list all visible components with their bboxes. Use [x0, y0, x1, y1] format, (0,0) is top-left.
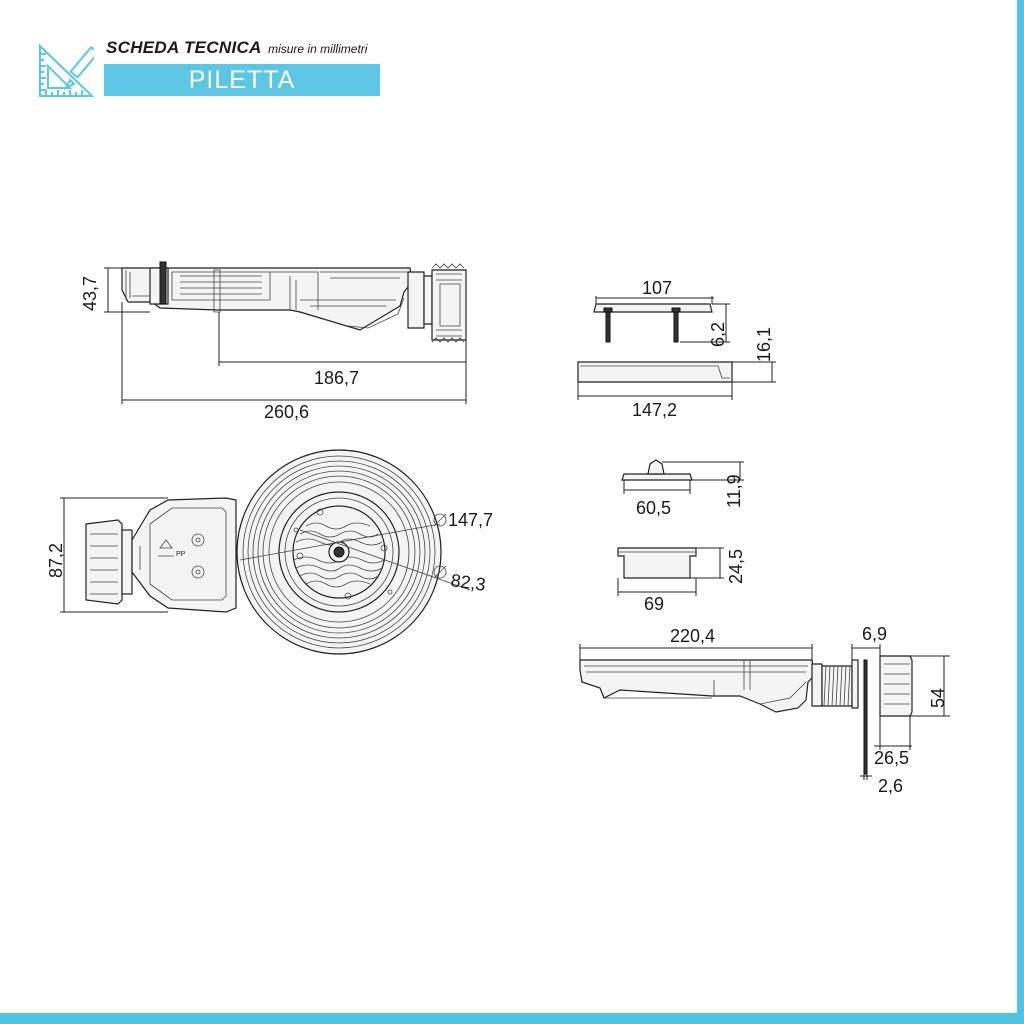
cap-view: 107 6,2 16,1 147,2: [577, 278, 776, 420]
dim-disk-width: 60,5: [636, 498, 671, 518]
dim-cover-height: 16,1: [754, 327, 774, 362]
dim-outer-diameter: 147,7: [448, 510, 493, 530]
diameter-icon: [433, 565, 447, 579]
dim-side-inner-length: 186,7: [314, 368, 359, 388]
dim-inner-diameter: 82,3: [449, 570, 486, 595]
dim-cup-height: 24,5: [726, 549, 746, 584]
header: SCHEDA TECNICA misure in millimetri PILE…: [36, 38, 386, 100]
dim-outlet-height: 54: [928, 688, 948, 708]
side-view: 43,7 186,7 260,6: [80, 261, 467, 422]
header-title-line: SCHEDA TECNICA misure in millimetri: [106, 38, 367, 58]
units-note: misure in millimetri: [268, 42, 368, 56]
dim-disk-height: 11,9: [724, 474, 744, 508]
recycle-icon: PP: [158, 539, 186, 558]
frame-right-border: [1017, 0, 1024, 1024]
svg-text:PP: PP: [176, 551, 186, 558]
diameter-icon: [433, 513, 447, 527]
dim-washer-thickness: 2,6: [878, 776, 903, 796]
ruler-pencil-icon: [39, 43, 94, 97]
dim-cup-width: 69: [644, 594, 664, 614]
body-view: 220,4 6,9 54 26,5 2,6: [579, 624, 950, 796]
datasheet-title: SCHEDA TECNICA: [106, 38, 262, 57]
frame-bottom-border: [0, 1013, 1024, 1024]
dim-cap-pin: 6,2: [708, 322, 728, 347]
dim-nut-length: 26,5: [874, 748, 909, 768]
dim-cap-width: 107: [642, 278, 672, 298]
dim-body-length: 220,4: [670, 626, 715, 646]
cup-view: 24,5 69: [617, 547, 746, 614]
top-view: PP 87,2: [46, 449, 493, 655]
dim-cover-width: 147,2: [632, 400, 677, 420]
disk-view: 11,9 60,5: [621, 459, 744, 518]
dim-side-height: 43,7: [80, 276, 100, 311]
dim-top-height: 87,2: [46, 543, 66, 578]
dim-side-total-length: 260,6: [264, 402, 309, 422]
product-name: PILETTA: [104, 64, 380, 96]
dim-gasket-thickness: 6,9: [862, 624, 887, 644]
